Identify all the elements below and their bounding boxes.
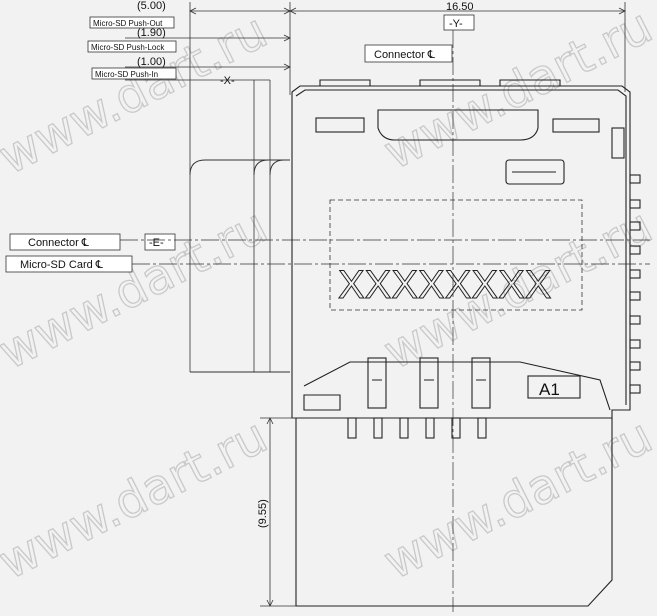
dim-5-00: (5.00): [137, 0, 166, 12]
pin-a1-label: A1: [539, 380, 560, 399]
watermark-layer: www.dart.ru www.dart.ru www.dart.ru www.…: [0, 0, 657, 591]
dim-1-00: (1.00): [137, 56, 166, 68]
center-lines: [120, 30, 650, 612]
connector-body: [291, 79, 641, 439]
left-cl-labels: Connector ℄ -E- Micro-SD Card ℄: [5, 233, 176, 273]
svg-text:Connector ℄: Connector ℄: [374, 49, 435, 61]
watermark: www.dart.ru: [0, 198, 276, 381]
dim-1-90: (1.90): [137, 27, 166, 39]
top-dimension-text: (5.00) (1.90) (1.00) 16.50: [137, 0, 474, 68]
card-push-outlines: [189, 159, 290, 373]
push-out-label: Micro-SD Push-Out: [93, 19, 163, 28]
datum-y: -Y-: [443, 14, 475, 31]
datum-x: -X-: [220, 75, 235, 87]
marking-area: XXXXXXXX A1: [329, 199, 583, 399]
push-labels: Micro-SD Push-Out Micro-SD Push-Lock Mic…: [87, 16, 235, 87]
part-marking: XXXXXXXX: [338, 263, 551, 307]
datum-e: -E-: [149, 237, 164, 249]
watermark: www.dart.ru: [0, 408, 276, 591]
connector-cl-left: Connector ℄: [28, 237, 89, 249]
push-lock-label: Micro-SD Push-Lock: [91, 43, 165, 52]
dim-16-50: 16.50: [446, 1, 474, 13]
svg-text:-Y-: -Y-: [449, 18, 463, 30]
micro-sd-card: [295, 418, 613, 607]
top-dimensions: [125, 2, 626, 372]
watermark: www.dart.ru: [375, 408, 657, 591]
card-cl-left: Micro-SD Card ℄: [20, 259, 103, 271]
dim-9-55: (9.55): [257, 499, 269, 528]
connector-cl-top: Connector ℄: [364, 44, 453, 63]
push-in-label: Micro-SD Push-In: [95, 70, 158, 79]
bottom-dimension: [260, 417, 296, 607]
